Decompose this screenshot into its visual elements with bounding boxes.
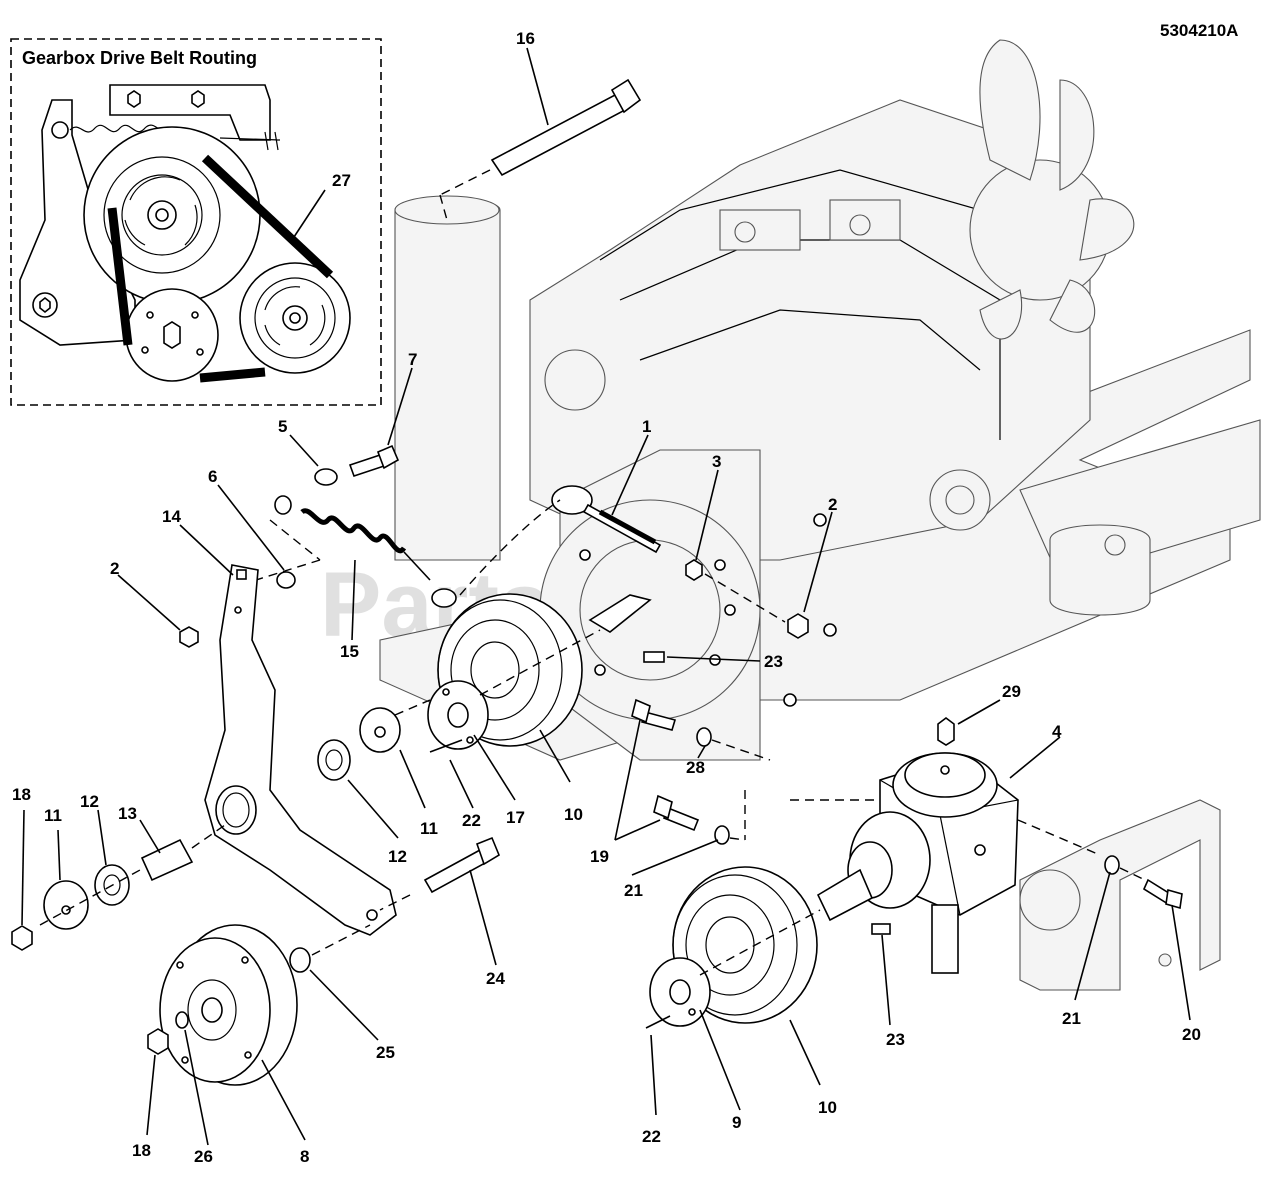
callout-12-left: 12 (80, 792, 99, 811)
bushing-25 (289, 947, 311, 973)
callout-11-left: 11 (44, 806, 62, 825)
spacer-6 (276, 571, 296, 589)
callout-21-left: 21 (624, 881, 643, 900)
callout-4: 4 (1052, 722, 1062, 741)
callouts: 16 7 5 6 14 2 1 3 2 15 23 29 4 28 19 21 … (12, 29, 1201, 1166)
nut-18-lower (147, 1028, 169, 1055)
callout-3: 3 (712, 452, 721, 471)
inset-bracket (109, 84, 271, 141)
exhaust-pipe (394, 198, 501, 561)
leader-lines (21, 47, 1191, 1146)
washer-21-right (1104, 855, 1120, 875)
engine-assembly (379, 39, 1261, 991)
callout-23-upper: 23 (764, 652, 783, 671)
callout-18-upper: 18 (12, 785, 31, 804)
callout-10-lower: 10 (818, 1098, 837, 1117)
gearbox (816, 752, 1019, 974)
tension-spring (274, 495, 457, 608)
belt-routing-inset: Gearbox Drive Belt Routing (10, 38, 382, 406)
key-23-upper (643, 651, 665, 663)
callout-29: 29 (1002, 682, 1021, 701)
callout-19: 19 (590, 847, 609, 866)
callout-26: 26 (194, 1147, 213, 1166)
callout-24: 24 (486, 969, 505, 988)
callout-12-right: 12 (388, 847, 407, 866)
callout-6: 6 (208, 467, 217, 486)
bearing-12-upper (317, 739, 351, 781)
callout-15: 15 (340, 642, 359, 661)
exhaust-bolt (490, 78, 642, 177)
callout-23-lower: 23 (886, 1030, 905, 1049)
callout-11-right: 11 (420, 819, 438, 838)
washer-26 (175, 1011, 189, 1029)
taper-hub-9 (649, 957, 711, 1027)
inset-frame (10, 38, 382, 406)
idler-pulley (159, 924, 298, 1086)
inset-belt (107, 154, 334, 383)
callout-28: 28 (686, 758, 705, 777)
gearbox-mount-bracket (1019, 799, 1221, 991)
callout-20: 20 (1182, 1025, 1201, 1044)
idler-arm (204, 564, 397, 936)
callout-16: 16 (516, 29, 535, 48)
bolt-24 (423, 848, 489, 894)
nut-3 (685, 559, 703, 581)
callout-10-upper: 10 (564, 805, 583, 824)
callout-22-lower: 22 (642, 1127, 661, 1146)
washer-5 (314, 468, 338, 486)
flange-nut-2-left (179, 626, 199, 648)
inset-idler-arm (19, 99, 136, 346)
callout-7: 7 (408, 350, 417, 369)
callout-18-lower: 18 (132, 1141, 151, 1160)
taper-hub-17 (427, 680, 489, 750)
flange-nut-2-right (787, 613, 809, 639)
key-23-lower (871, 923, 891, 935)
callout-25: 25 (376, 1043, 395, 1062)
cooling-fan (969, 39, 1135, 340)
callout-1: 1 (642, 417, 651, 436)
callout-5: 5 (278, 417, 287, 436)
crankshaft-stub (588, 594, 652, 633)
nut-18-upper (11, 925, 33, 951)
spacer-13 (140, 838, 194, 882)
fitting-29 (937, 717, 955, 746)
callout-27: 27 (332, 171, 351, 190)
drawing-number: 5304210A (1160, 21, 1238, 40)
callout-22-upper: 22 (462, 811, 481, 830)
callout-13: 13 (118, 804, 137, 823)
callout-17: 17 (506, 808, 525, 827)
inset-title: Gearbox Drive Belt Routing (22, 48, 257, 68)
tension-eyebolt (551, 485, 662, 554)
callout-2-left: 2 (110, 559, 119, 578)
washer-21-left (714, 825, 730, 845)
bolt-7 (348, 453, 386, 478)
callout-9: 9 (732, 1113, 741, 1132)
washer-28 (696, 727, 712, 747)
washer-11-lower (43, 880, 89, 930)
callout-2-right: 2 (828, 495, 837, 514)
callout-14: 14 (162, 507, 181, 526)
callout-21-right: 21 (1062, 1009, 1081, 1028)
callout-8: 8 (300, 1147, 309, 1166)
